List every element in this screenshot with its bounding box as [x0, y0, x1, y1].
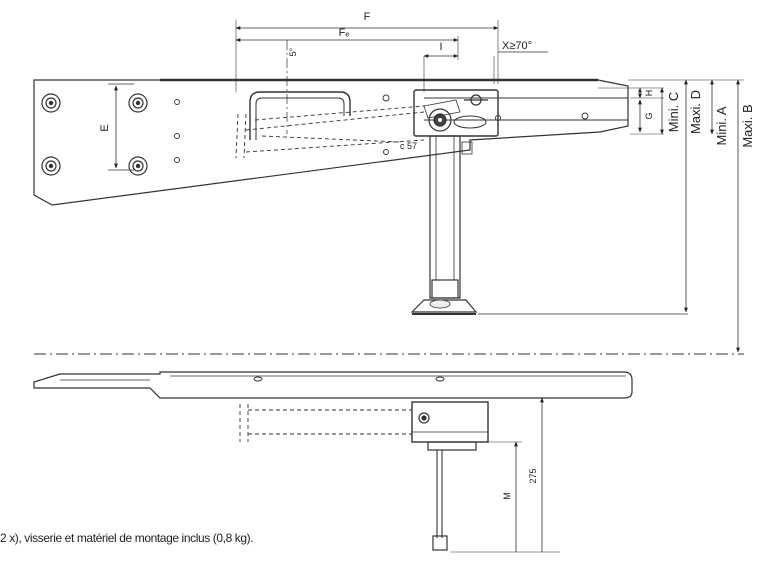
label-maxi-b: Maxi. B — [740, 104, 755, 147]
mounting-hole — [41, 156, 61, 176]
foot — [410, 299, 478, 313]
label-e: E — [99, 124, 111, 131]
right-dimensions — [598, 79, 744, 353]
side-view — [33, 371, 633, 553]
mounting-hole — [128, 93, 148, 113]
side-clamp — [427, 441, 477, 451]
top-dimensions — [235, 20, 548, 92]
rail-slot — [435, 376, 445, 382]
side-head-screw — [418, 412, 430, 424]
caption-text: 2 x), visserie et matériel de montage in… — [0, 531, 254, 545]
side-rail — [33, 371, 633, 399]
label-angle: X≥70° — [502, 40, 532, 52]
bracket-outline — [33, 79, 629, 206]
label-f: F — [364, 11, 371, 23]
rail-slot — [253, 376, 263, 382]
label-i: I — [439, 41, 442, 53]
leg-collar — [431, 279, 459, 299]
label-m: M — [502, 492, 512, 500]
label-5deg: 5° — [288, 47, 298, 56]
head-wedge — [423, 99, 461, 119]
head-dial — [428, 108, 452, 132]
leg-clip — [461, 141, 473, 155]
label-mini-a: Mini. A — [714, 106, 729, 145]
mounting-hole — [128, 156, 148, 176]
label-maxi-d: Maxi. D — [688, 90, 703, 134]
top-view — [33, 40, 688, 315]
head-label-plate — [453, 115, 487, 129]
handle-inner — [255, 97, 345, 140]
label-g: G — [644, 112, 654, 119]
leg-tube — [429, 135, 461, 299]
side-head-block — [411, 401, 489, 443]
label-h: H — [644, 90, 654, 97]
side-leg-end — [432, 535, 448, 551]
mounting-hole — [41, 93, 61, 113]
side-hidden-lines — [239, 404, 412, 442]
label-fe: Fₑ — [339, 27, 350, 39]
label-mini-c: Mini. C — [666, 92, 681, 132]
label-275: 275 — [528, 468, 538, 483]
hidden-arm — [235, 105, 425, 159]
handle-outline — [249, 91, 351, 140]
label-c57: c 57 — [400, 141, 417, 151]
